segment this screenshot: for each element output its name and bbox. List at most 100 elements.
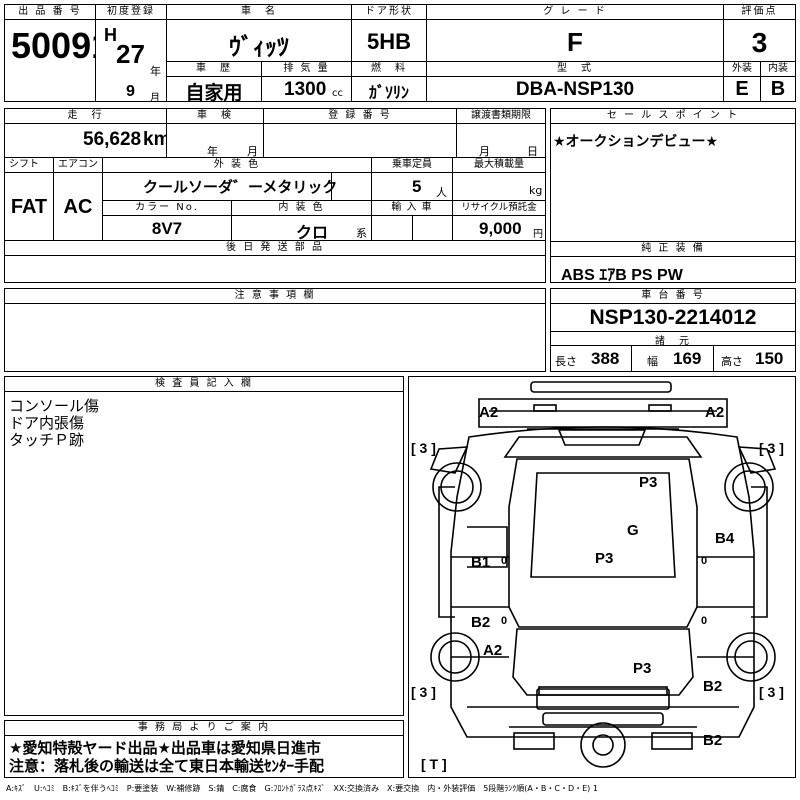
displacement: 1300 — [284, 79, 327, 100]
inspector-label: 検 査 員 記 入 欄 — [5, 377, 403, 392]
height-value: 150 — [755, 349, 784, 368]
score-cell: 評価点 3 — [723, 4, 796, 62]
inspection-year-unit: 年 — [207, 145, 218, 158]
sales-point-label: セ ー ル ス ポ イ ン ト — [551, 109, 795, 124]
width-label: 幅 — [647, 355, 658, 368]
history: 自家用 — [185, 83, 243, 102]
door-type-label: ドア形状 — [352, 5, 426, 20]
tire-rear-right: [ 3 ] — [759, 684, 784, 700]
ac: AC — [63, 196, 93, 218]
door-type-cell: ドア形状 5HB — [351, 4, 427, 62]
chassis-label: 車 台 番 号 — [551, 289, 795, 304]
notes-label: 注 意 事 項 欄 — [5, 289, 545, 304]
car-name-label: 車 名 — [167, 5, 351, 20]
inspector-line-1: コンソール傷 — [9, 397, 100, 415]
shift: FAT — [10, 196, 48, 218]
mileage-label: 走 行 — [5, 109, 166, 124]
lot-number: 50091 — [11, 25, 95, 66]
mark-a2-left: A2 — [479, 404, 498, 421]
color-number: 8V7 — [151, 219, 183, 238]
fuel-label: 燃 料 — [352, 62, 426, 77]
legend: A:ｷｽﾞ U:ﾍｺﾐ B:ｷｽﾞを伴うﾍｺﾐ P:要塗装 W:補修跡 S:錆 … — [6, 784, 598, 793]
registration-number-cell: 登 録 番 号 — [263, 108, 457, 158]
first-registration-label: 初度登録 — [96, 5, 166, 20]
model-label: 型 式 — [427, 62, 723, 77]
equipment-cell: 純 正 装 備 ABS ｴｱB PS PW — [550, 241, 796, 283]
equipment-text: ABS ｴｱB PS PW — [561, 267, 683, 283]
score-label: 評価点 — [724, 5, 795, 20]
displacement-label: 排 気 量 — [262, 62, 351, 77]
spec-label: 諸 元 — [655, 336, 691, 347]
mark-b2-rear-right: B2 — [703, 678, 722, 695]
transfer-deadline-label: 譲渡書類期限 — [457, 109, 545, 124]
tire-front-left: [ 3 ] — [411, 440, 436, 456]
transfer-day-unit: 日 — [527, 145, 538, 158]
height-label: 高さ — [721, 355, 743, 368]
grade-cell: グ レ ー ド F — [426, 4, 724, 62]
office-cell: 事 務 局 よ り ご 案 内 ★愛知特殻ヤード出品★出品車は愛知県日進市 注意… — [4, 720, 404, 778]
mark-a2-right: A2 — [705, 404, 724, 421]
fuel: ｶﾞｿﾘﾝ — [368, 85, 409, 102]
color-number-cell: カラー No. 8V7 — [102, 200, 232, 241]
mark-a2-rear-left: A2 — [483, 642, 502, 659]
inspector-cell: 検 査 員 記 入 欄 コンソール傷 ドア内張傷 タッチＰ跡 — [4, 376, 404, 716]
car-name: ｳﾞｨｯﾂ — [229, 34, 289, 61]
interior-color-cell: 内 装 色 クロ 系 — [231, 200, 372, 241]
ac-label: エアコン — [54, 158, 102, 173]
width-value: 169 — [673, 349, 702, 368]
inspection-month-unit: 月 — [247, 145, 258, 158]
inspection-cell: 車 検 年 月 — [166, 108, 264, 158]
mark-b2-bottom: B2 — [703, 732, 722, 749]
era: H — [104, 25, 117, 45]
tire-spare: [ T ] — [421, 756, 447, 772]
later-parts-cell: 後 日 発 送 部 品 — [4, 240, 546, 283]
interior-grade-label: 内装 — [761, 62, 795, 77]
chassis-cell: 車 台 番 号 NSP130-2214012 諸 元 長さ 388 幅 169 … — [550, 288, 796, 372]
shift-label: シフト — [5, 158, 53, 173]
first-registration-cell: 初度登録 H 27 年 9 月 — [95, 4, 167, 102]
shift-cell: シフト FAT — [4, 157, 54, 241]
inspection-label: 車 検 — [167, 109, 263, 124]
mark-zero-right-1: 0 — [701, 555, 707, 567]
interior-grade-cell: 内装 B — [760, 61, 796, 102]
displacement-unit: cc — [332, 88, 343, 99]
model-cell: 型 式 DBA-NSP130 — [426, 61, 724, 102]
transfer-month-unit: 月 — [479, 145, 490, 158]
recycle-unit: 円 — [533, 229, 543, 240]
recycle-amount: 9,000 — [479, 219, 522, 238]
length-label: 長さ — [555, 355, 577, 368]
car-name-cell: 車 名 ｳﾞｨｯﾂ — [166, 4, 352, 62]
interior-color-label: 内 装 色 — [232, 201, 371, 216]
mark-g: G — [627, 522, 639, 539]
car-damage-diagram: A2 A2 P3 G B4 B1 P3 B2 A2 P3 B2 B2 0 0 0… — [411, 381, 784, 772]
mileage-cell: 走 行 56,628 km — [4, 108, 167, 158]
interior-color: クロ — [296, 225, 329, 241]
mark-b2-left: B2 — [471, 614, 490, 631]
lot-number-cell: 出 品 番 号 50091 — [4, 4, 96, 102]
displacement-cell: 排 気 量 1300 cc — [261, 61, 352, 102]
equipment-label: 純 正 装 備 — [551, 242, 795, 257]
grade-label: グ レ ー ド — [427, 5, 723, 20]
history-label: 車 歴 — [167, 62, 261, 77]
month: 9 — [126, 83, 135, 100]
max-load-label: 最大積載量 — [453, 158, 545, 173]
year-unit: 年 — [150, 65, 161, 78]
score: 3 — [751, 27, 768, 58]
mark-zero-left-1: 0 — [501, 555, 507, 567]
mark-p3-rear: P3 — [633, 660, 651, 677]
import-label: 輸 入 車 — [372, 201, 452, 216]
tire-front-right: [ 3 ] — [759, 440, 784, 456]
office-line-2: 注意：落札後の輸送は全て東日本輸送ｾﾝﾀｰ手配 — [9, 757, 325, 775]
capacity: 5 — [412, 177, 422, 196]
mark-zero-right-2: 0 — [701, 615, 707, 627]
lot-number-label: 出 品 番 号 — [5, 5, 95, 20]
mileage: 56,628 — [83, 129, 142, 150]
office-line-1: ★愛知特殻ヤード出品★出品車は愛知県日進市 — [9, 739, 321, 757]
max-load-unit: kg — [529, 184, 543, 197]
capacity-unit: 人 — [436, 186, 447, 199]
later-parts-label: 後 日 発 送 部 品 — [5, 241, 545, 256]
mark-zero-left-2: 0 — [501, 615, 507, 627]
year: 27 — [116, 39, 145, 69]
recycle-label: リサイクル預託金 — [453, 201, 545, 216]
exterior-color-cell: 外 装 色 クールソーダ゛ーメタリック — [102, 157, 372, 201]
